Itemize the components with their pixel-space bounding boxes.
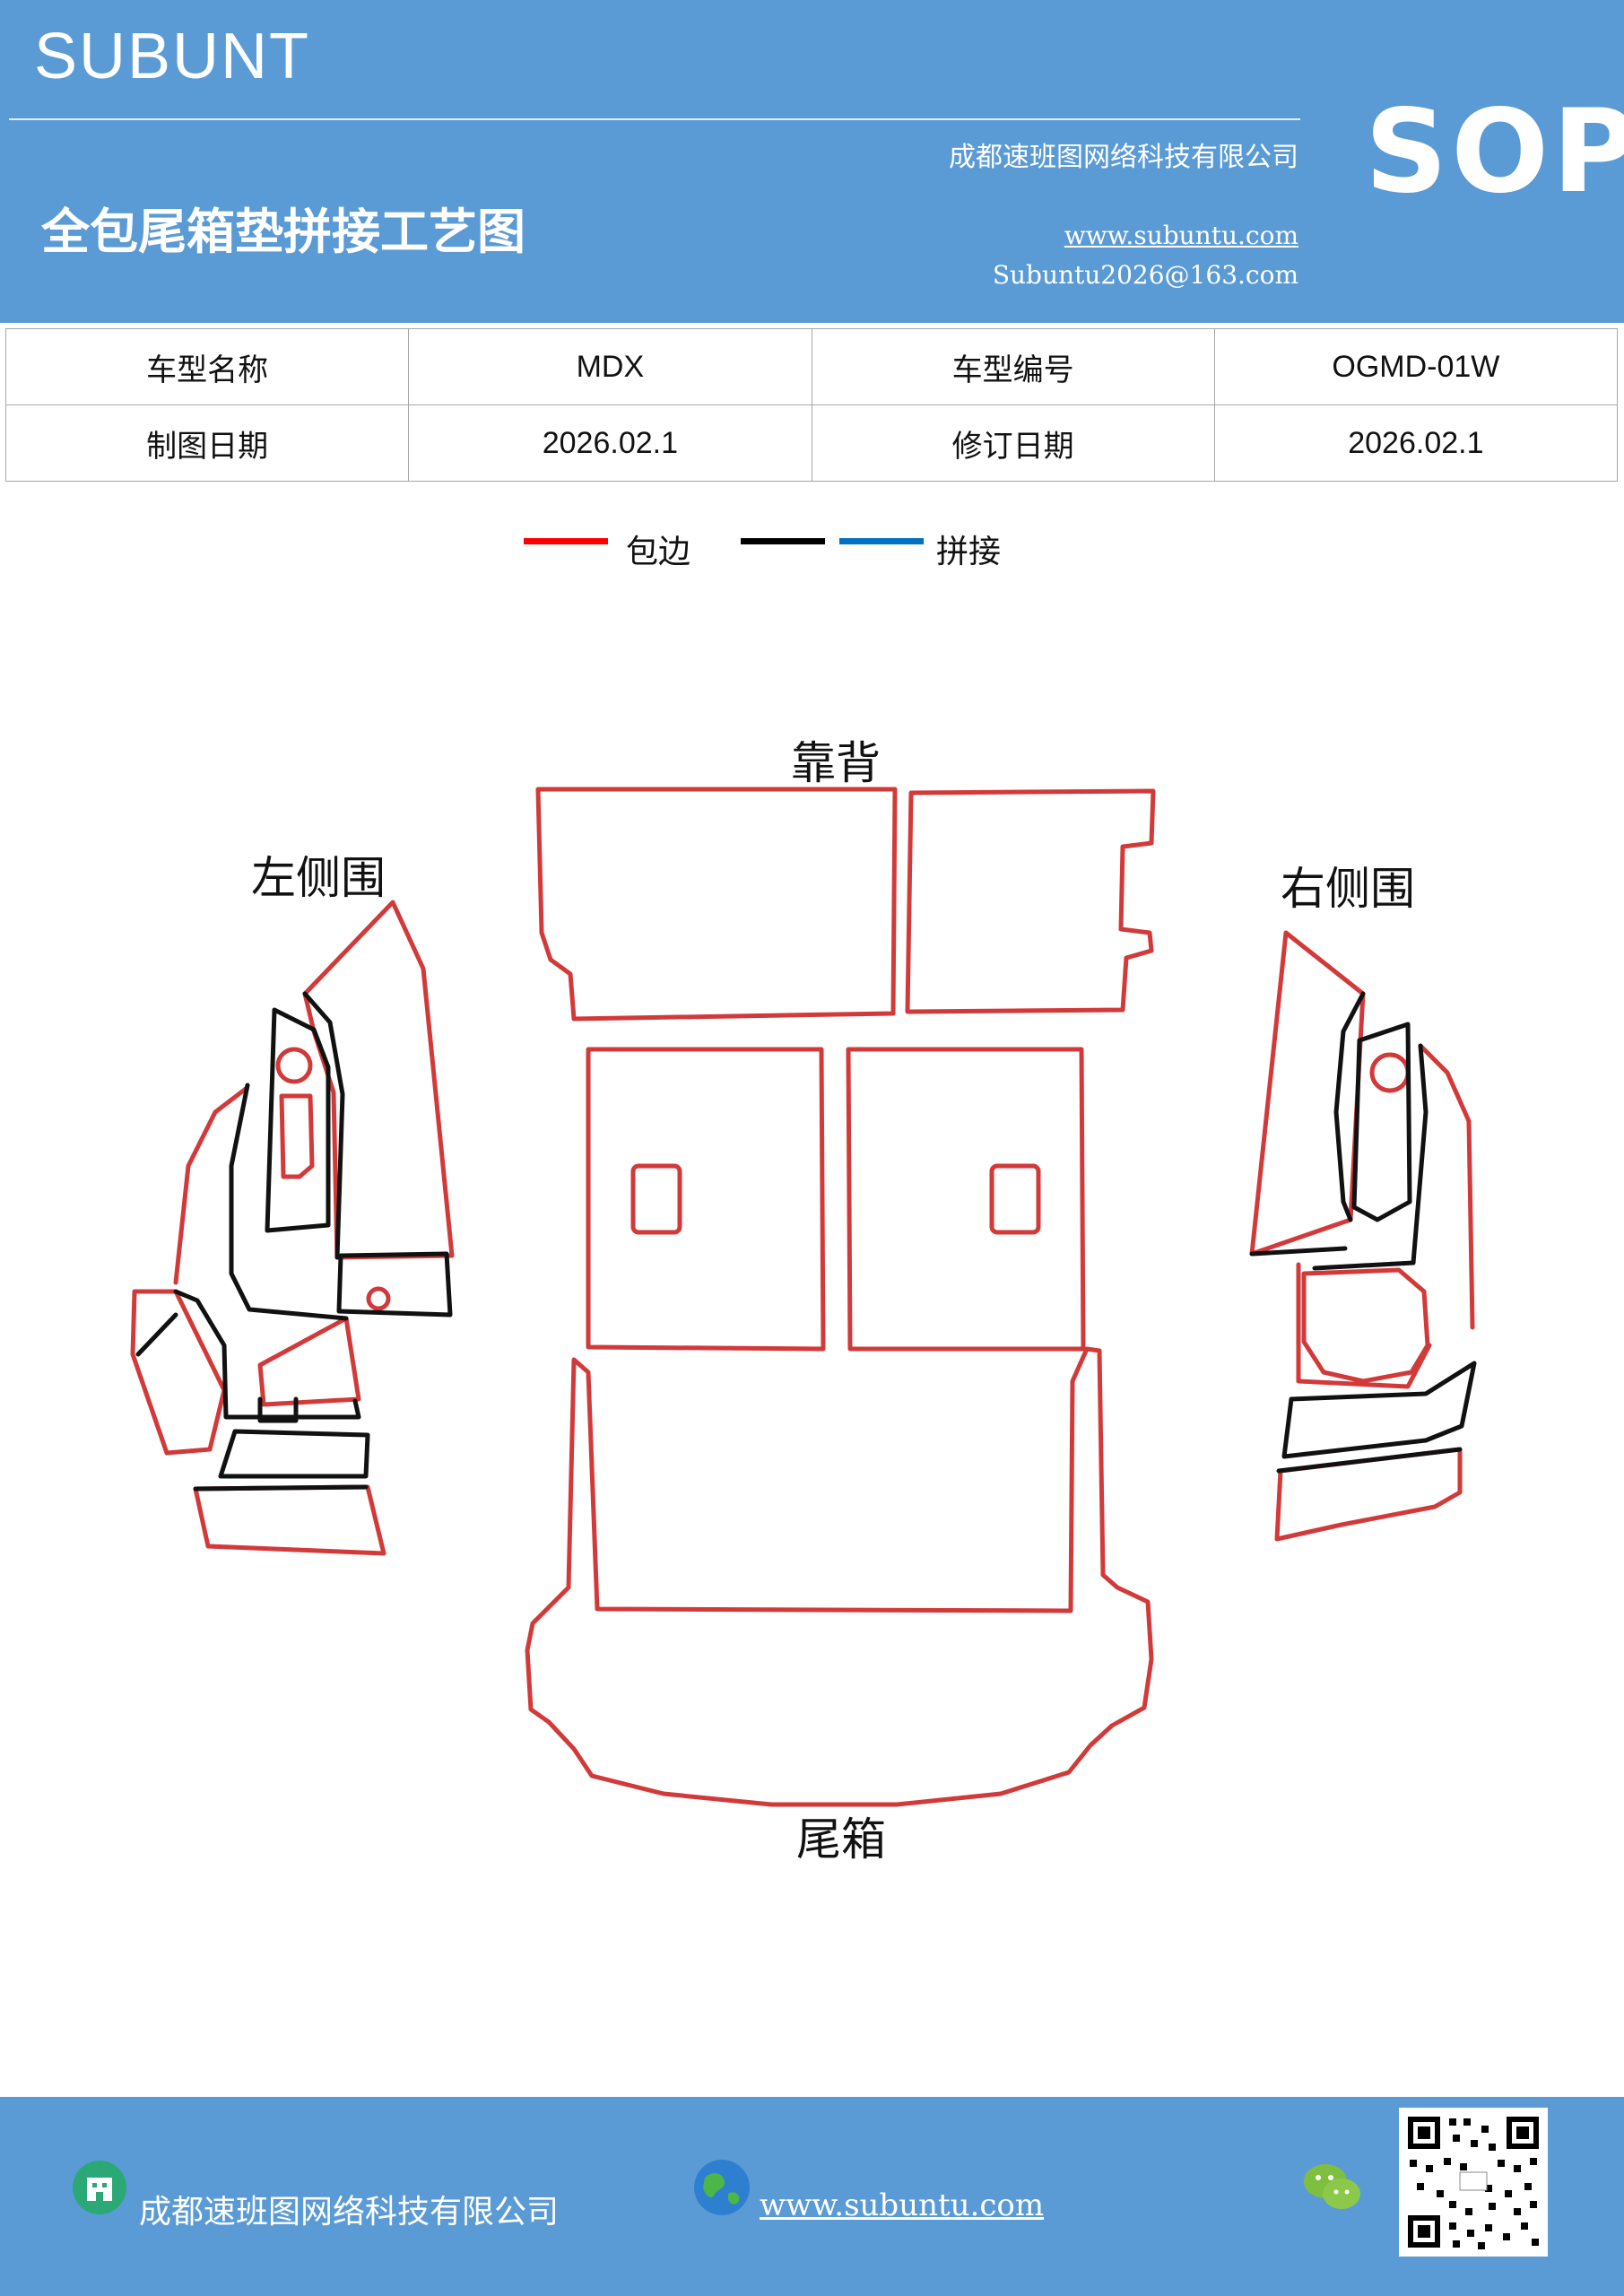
model-code-value: OGMD-01W (1213, 328, 1619, 405)
left-side-slot (279, 1093, 315, 1179)
label-backrest: 靠背 (791, 737, 881, 789)
right-side-mid (1296, 1262, 1432, 1389)
left-side-seat (130, 1289, 227, 1456)
left-seam-seat-line (173, 1289, 361, 1420)
left-seam-panel (265, 1007, 331, 1233)
drawing-date-label: 制图日期 (4, 404, 410, 482)
left-side-hole-small (366, 1286, 391, 1311)
left-seam-strip (193, 1484, 369, 1492)
email-address: Subuntu2026@163.com (992, 260, 1298, 290)
left-seam-lower (218, 1429, 370, 1479)
building-icon (72, 2160, 127, 2215)
legend: 包边 拼接 (524, 526, 1062, 570)
middle-left-cutout (630, 1163, 682, 1235)
right-seam-wide (1281, 1361, 1477, 1459)
right-seam-lower-line (1249, 1246, 1348, 1257)
right-side-block (1301, 1267, 1430, 1384)
left-seam-curve (229, 1083, 349, 1321)
sop-badge: SOP (1365, 85, 1624, 219)
footer-company-name: 成都速班图网络科技有限公司 (139, 2194, 560, 2231)
left-side-wedge (257, 1316, 361, 1407)
model-name-value: MDX (408, 328, 812, 405)
left-side-upper-edge (173, 1086, 248, 1285)
backrest-left-panel (535, 787, 898, 1022)
revision-date-value: 2026.02.1 (1213, 404, 1619, 482)
company-name: 成都速班图网络科技有限公司 (949, 142, 1298, 173)
model-name-label: 车型名称 (4, 328, 410, 405)
globe-icon (692, 2158, 751, 2217)
right-seam-panel (1351, 1022, 1412, 1222)
brand-name: SUBUNT (34, 21, 311, 92)
table-row: 制图日期 2026.02.1 修订日期 2026.02.1 (4, 404, 1619, 482)
label-trunk: 尾箱 (796, 1813, 886, 1866)
model-code-label: 车型编号 (811, 328, 1215, 405)
right-side-hole (1369, 1052, 1411, 1093)
mat-layout-diagram: 靠背 左侧围 右侧围 尾箱 (130, 737, 1477, 1866)
right-seam-strip (1276, 1447, 1463, 1474)
revision-date-label: 修订日期 (811, 404, 1215, 482)
footer-website-link[interactable]: www.subuntu.com (760, 2187, 1045, 2223)
label-right-side: 右侧围 (1281, 863, 1415, 915)
middle-right-panel (846, 1047, 1086, 1352)
header-divider (9, 118, 1300, 120)
document-title: 全包尾箱垫拼接工艺图 (41, 204, 525, 260)
qr-code-icon (1399, 2108, 1548, 2257)
wechat-icon (1302, 2160, 1363, 2213)
right-side-lower (1274, 1447, 1463, 1542)
right-seam-top (1333, 991, 1366, 1222)
vehicle-info-table: 车型名称 MDX 车型编号 OGMD-01W 制图日期 2026.02.1 修订… (4, 328, 1619, 482)
website-link[interactable]: www.subuntu.com (1064, 221, 1298, 250)
left-side-lower (193, 1484, 386, 1556)
backrest-right-panel (905, 788, 1156, 1014)
left-side-hole-large (275, 1047, 313, 1084)
legend-swatch-edge (524, 538, 608, 544)
middle-left-panel (586, 1047, 826, 1352)
label-left-side: 左侧围 (251, 852, 386, 904)
left-side-top (302, 900, 455, 1260)
drawing-date-value: 2026.02.1 (408, 404, 812, 482)
left-seam-base (336, 1251, 453, 1318)
table-row: 车型名称 MDX 车型编号 OGMD-01W (4, 328, 1619, 405)
legend-label-edge: 包边 (626, 534, 691, 570)
middle-right-cutout (989, 1163, 1041, 1235)
legend-swatch-seam (839, 538, 924, 544)
left-seam-small-step (257, 1396, 299, 1423)
right-seam-frame (1312, 1043, 1429, 1271)
trunk-floor (525, 1346, 1154, 1807)
header-banner (0, 0, 1624, 323)
legend-swatch-black (741, 538, 825, 544)
legend-label-seam: 拼接 (936, 534, 1002, 570)
right-side-upper-edge (1418, 1043, 1475, 1330)
left-seam-top (302, 991, 345, 1260)
left-seam-seat-slash (135, 1312, 178, 1357)
